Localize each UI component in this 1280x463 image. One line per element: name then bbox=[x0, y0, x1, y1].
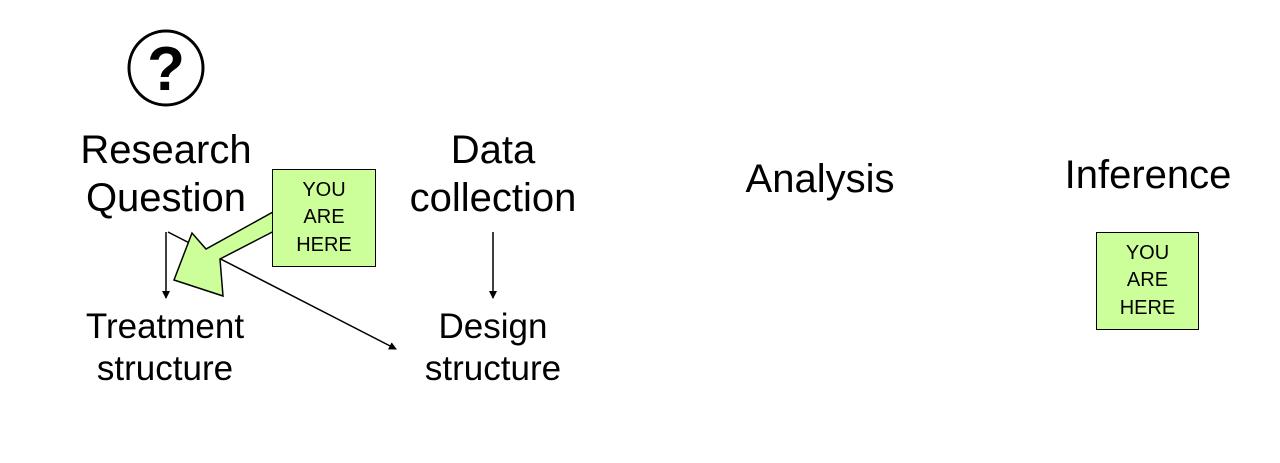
research-question-label: Research Question bbox=[80, 128, 252, 220]
you-are-here-marker-inference: YOU ARE HERE bbox=[1096, 232, 1199, 330]
treatment-structure-label: Treatment structure bbox=[85, 307, 245, 388]
pointer-arrow-icon bbox=[173, 210, 284, 298]
you-are-here-marker: YOU ARE HERE bbox=[272, 169, 376, 267]
question-mark-symbol: ? bbox=[147, 35, 185, 104]
data-collection-label: Data collection bbox=[409, 128, 577, 220]
inference-label: Inference bbox=[1064, 153, 1232, 197]
analysis-label: Analysis bbox=[745, 157, 895, 201]
design-structure-label: Design structure bbox=[424, 307, 562, 388]
question-mark-icon: ? bbox=[127, 29, 205, 107]
